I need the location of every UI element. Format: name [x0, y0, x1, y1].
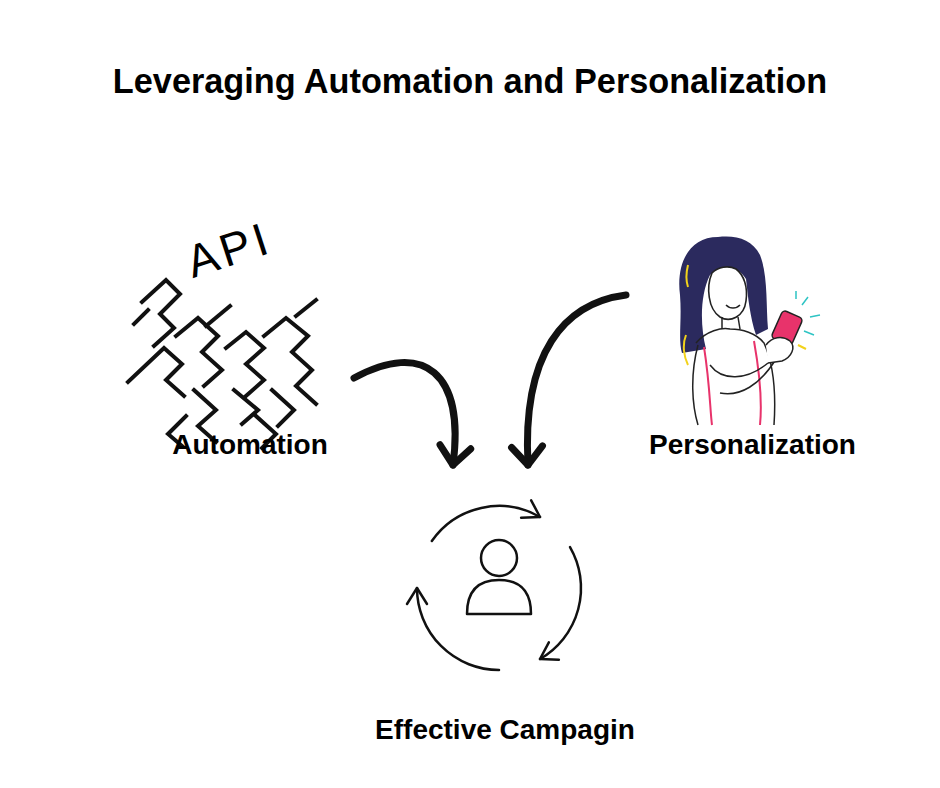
cycle-arrowhead — [521, 500, 540, 517]
hand — [766, 338, 793, 363]
shirt-line — [704, 347, 712, 425]
spark-yellow — [684, 335, 806, 365]
node-label: Personalization — [626, 428, 879, 462]
illustrated-node: Personalization — [626, 225, 879, 462]
diagram-title: Leveraging Automation and Personalizatio… — [0, 60, 940, 102]
arm — [710, 359, 776, 394]
arrow-shaft — [527, 295, 626, 465]
cycle-arrowhead — [540, 642, 559, 659]
cycle-arc — [540, 547, 581, 659]
spacer — [351, 465, 659, 713]
maze-line — [234, 390, 258, 424]
maze-line — [296, 300, 316, 316]
hair-accent — [687, 265, 689, 287]
curved-arrow — [354, 363, 471, 465]
cycle-arc — [432, 506, 540, 541]
icon-lettering: API — [180, 213, 278, 288]
maze-line — [176, 318, 222, 386]
neck — [722, 317, 740, 329]
cycle-arrowhead — [407, 588, 427, 604]
node-label: Automation — [146, 428, 354, 462]
arrowhead — [440, 445, 471, 465]
smile — [726, 305, 740, 308]
cycle-arc — [417, 588, 499, 670]
maze-line — [206, 306, 230, 326]
illustrated-node: Automation — [146, 240, 354, 462]
cycle-person-icon — [351, 465, 651, 713]
woman-phone-illustration — [626, 225, 871, 428]
curved-arrow — [512, 295, 626, 465]
illustrated-node: Effective Campagin — [351, 465, 659, 747]
face — [709, 267, 747, 319]
spark — [796, 291, 820, 335]
node-label: Effective Campagin — [351, 713, 659, 747]
person-body — [467, 580, 531, 614]
maze-line — [272, 390, 294, 426]
arrowhead — [512, 446, 543, 465]
maze-line — [226, 332, 264, 396]
maze-line — [134, 310, 148, 324]
person-head — [481, 540, 517, 576]
maze-line — [128, 348, 184, 396]
